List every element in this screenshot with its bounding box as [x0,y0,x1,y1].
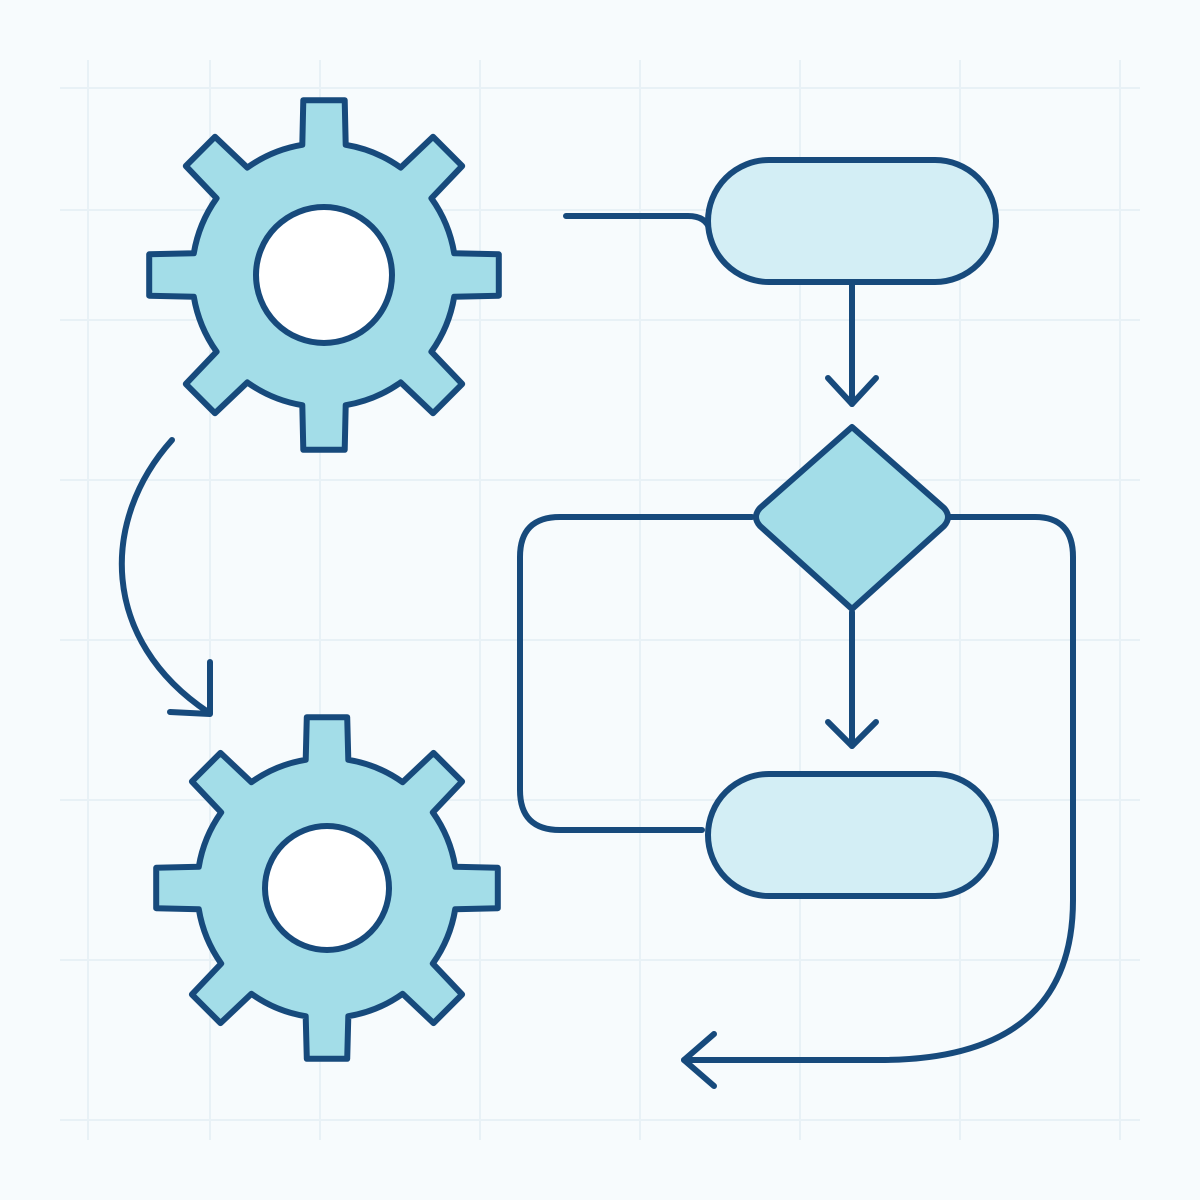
gear-hole [253,204,395,346]
curved-arrow [118,437,213,717]
end-terminal [705,771,999,899]
curved-arrow-line [118,437,211,715]
arrow-head [681,1031,717,1089]
loop-back-arrow [681,514,1076,1063]
arrow-head [825,719,879,749]
gear-icon-top [146,97,502,453]
gear-icon-bottom [153,714,501,1062]
down-arrow-1 [825,281,879,407]
arrow-head [825,375,879,407]
gear-hole [262,823,392,953]
entry-connector [563,213,713,233]
start-terminal [705,157,999,285]
loop-frame [517,514,755,833]
down-arrow-2 [825,609,879,749]
decision-diamond [753,424,951,612]
arrow-head [167,659,213,717]
